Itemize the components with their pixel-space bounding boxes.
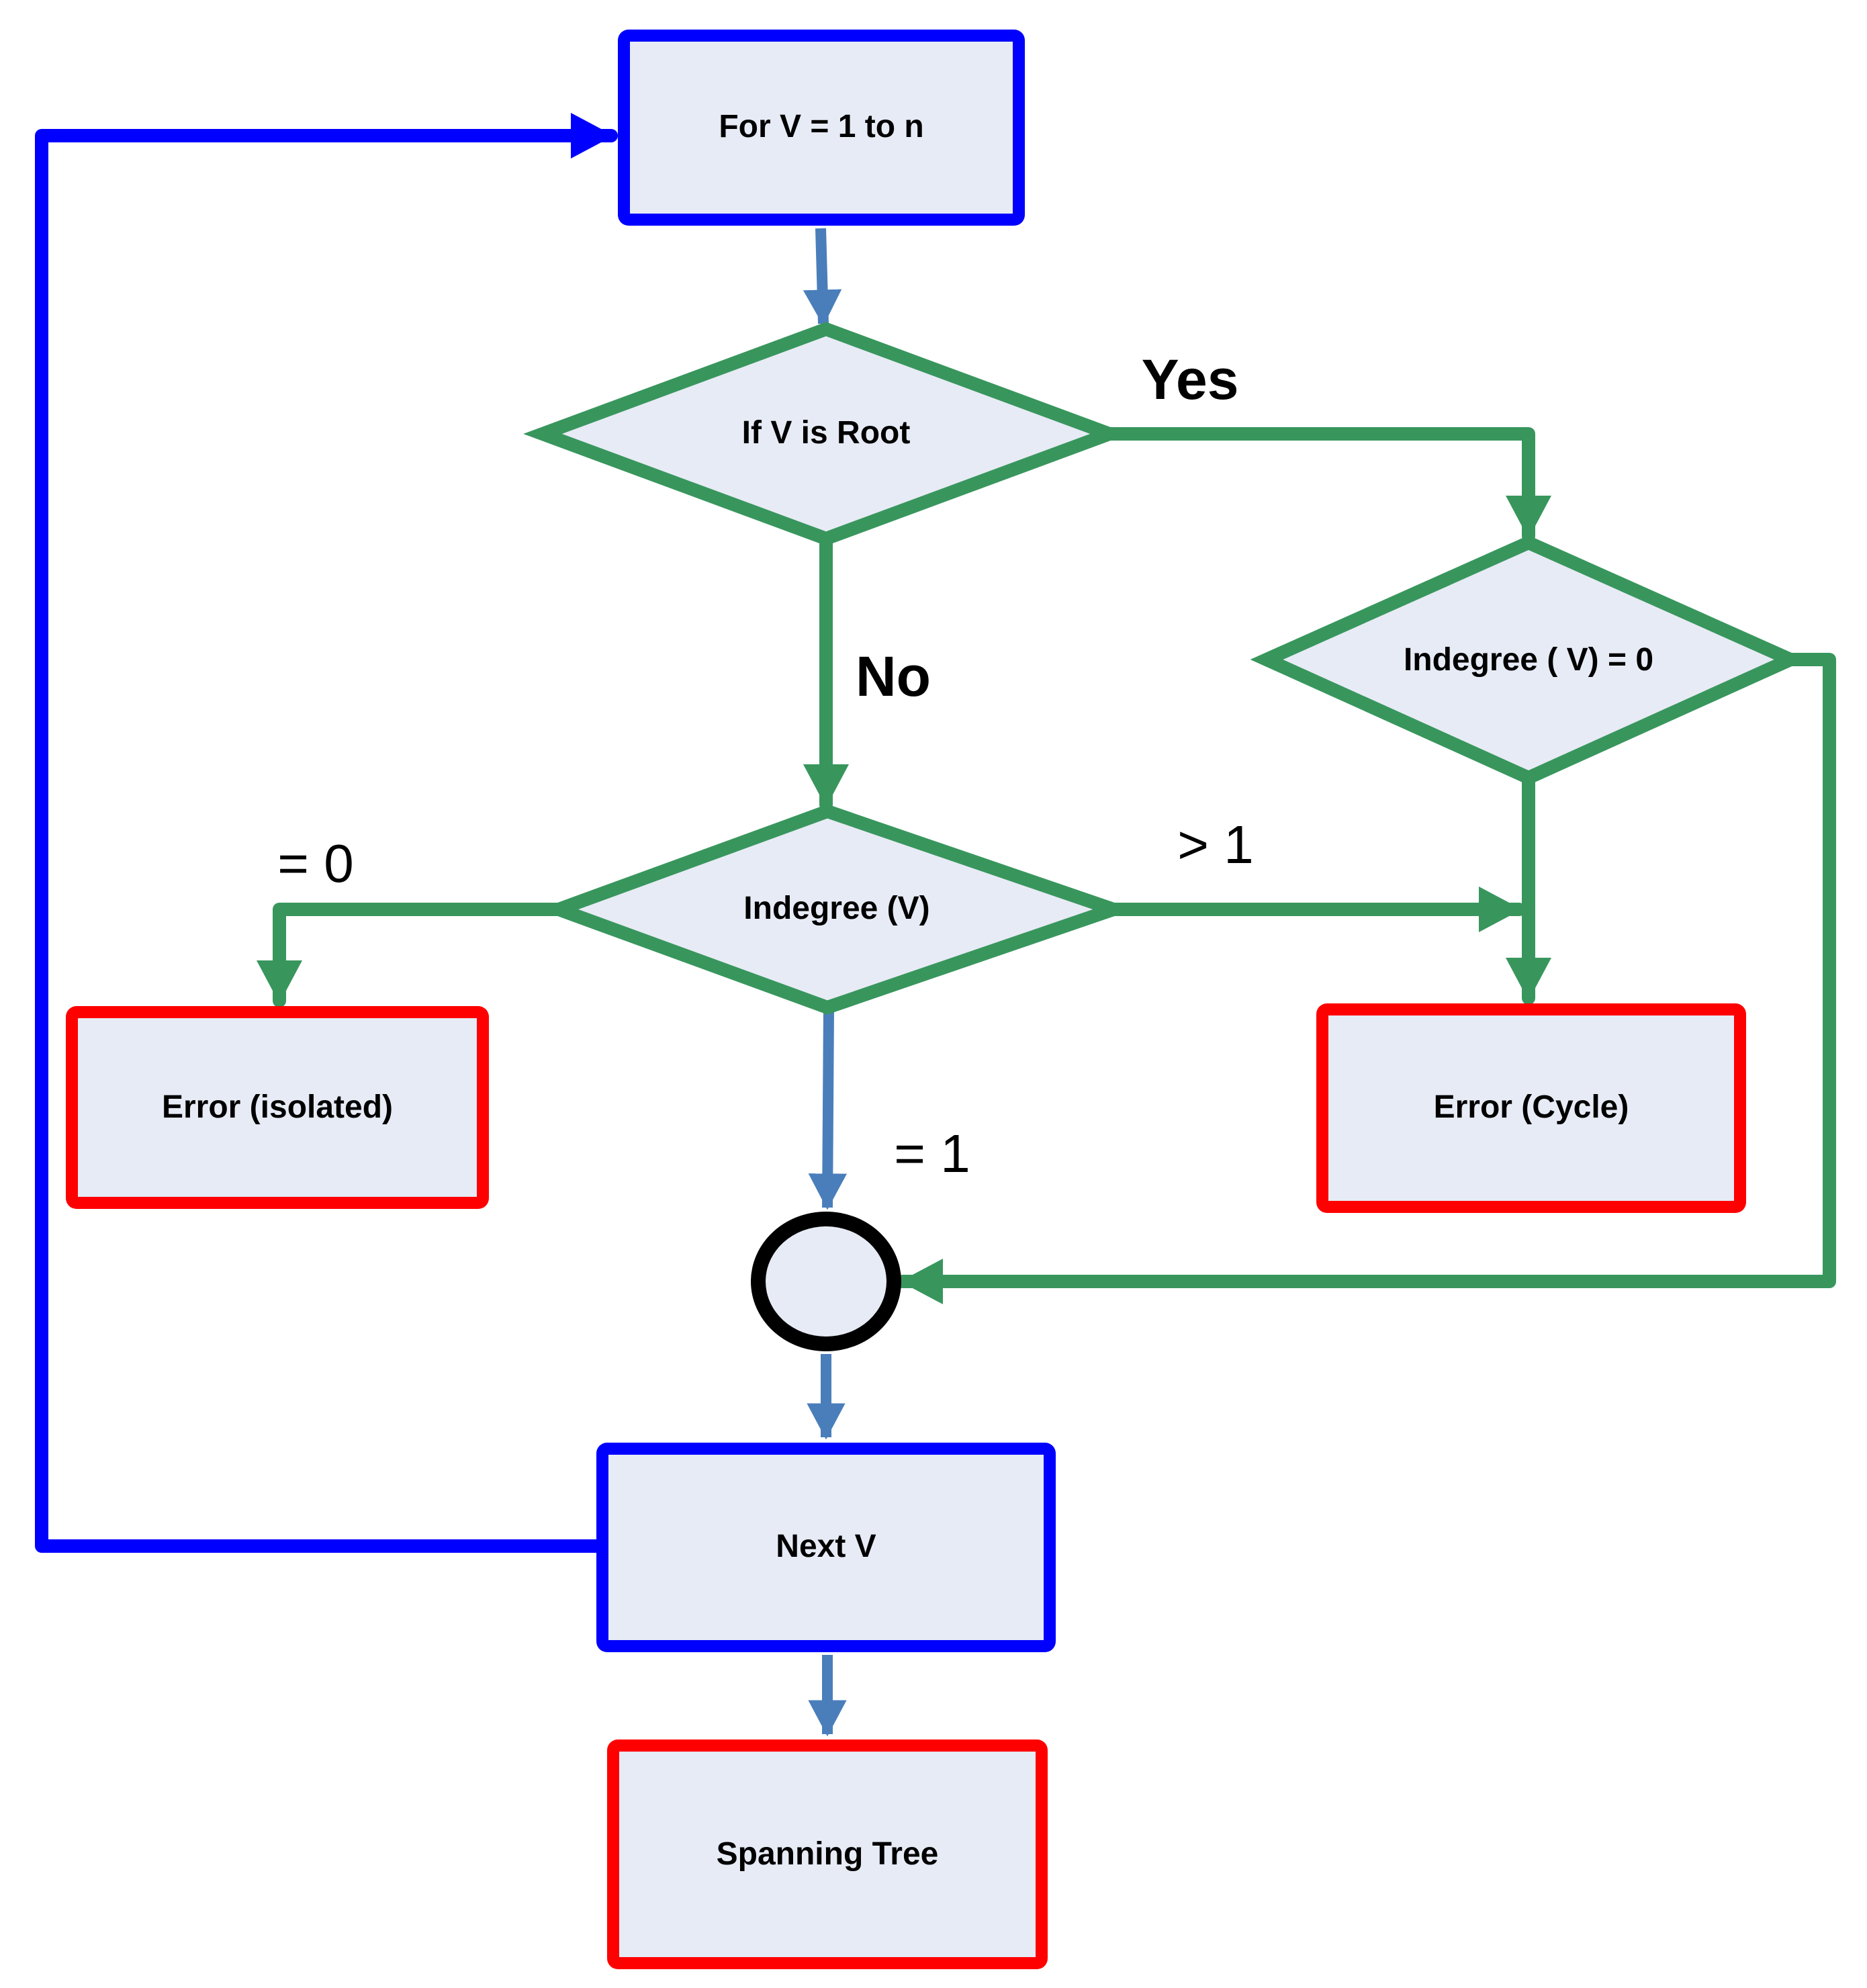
- node-spanning-tree: Spanning Tree: [607, 1740, 1048, 1969]
- diamond-indegree-v: [539, 804, 1134, 1015]
- connector-loop-next-to-for: [35, 113, 618, 1553]
- connector-rootcheck-to-circle: [896, 653, 1836, 1304]
- diamond-indegree-root-zero: [1250, 535, 1807, 785]
- edge-label-no: No: [856, 645, 931, 708]
- node-error-cycle-label: Error (Cycle): [1433, 1089, 1629, 1126]
- node-next-v: Next V: [596, 1443, 1056, 1652]
- connector-yes-branch: [1104, 427, 1551, 543]
- node-for-loop: For V = 1 to n: [618, 30, 1025, 226]
- node-error-cycle: Error (Cycle): [1316, 1003, 1746, 1213]
- connector-eq0-branch: [257, 903, 568, 1007]
- node-next-v-label: Next V: [776, 1529, 876, 1565]
- node-spanning-tree-label: Spanning Tree: [716, 1836, 939, 1872]
- node-error-isolated: Error (isolated): [66, 1006, 489, 1209]
- edge-label-yes: Yes: [1141, 348, 1239, 411]
- edge-label-greater-than-one: > 1: [1177, 816, 1254, 875]
- diamond-if-v-is-root: [523, 322, 1129, 546]
- node-for-loop-label: For V = 1 to n: [719, 109, 924, 145]
- edge-label-equals-zero: = 0: [277, 835, 354, 894]
- edge-label-equals-one: = 1: [894, 1125, 970, 1184]
- node-error-isolated-label: Error (isolated): [161, 1089, 394, 1125]
- connector-for-to-ifroot: [803, 228, 842, 326]
- connector-eq1-to-circle: [808, 1009, 848, 1210]
- node-loop-connector-circle: [751, 1212, 901, 1351]
